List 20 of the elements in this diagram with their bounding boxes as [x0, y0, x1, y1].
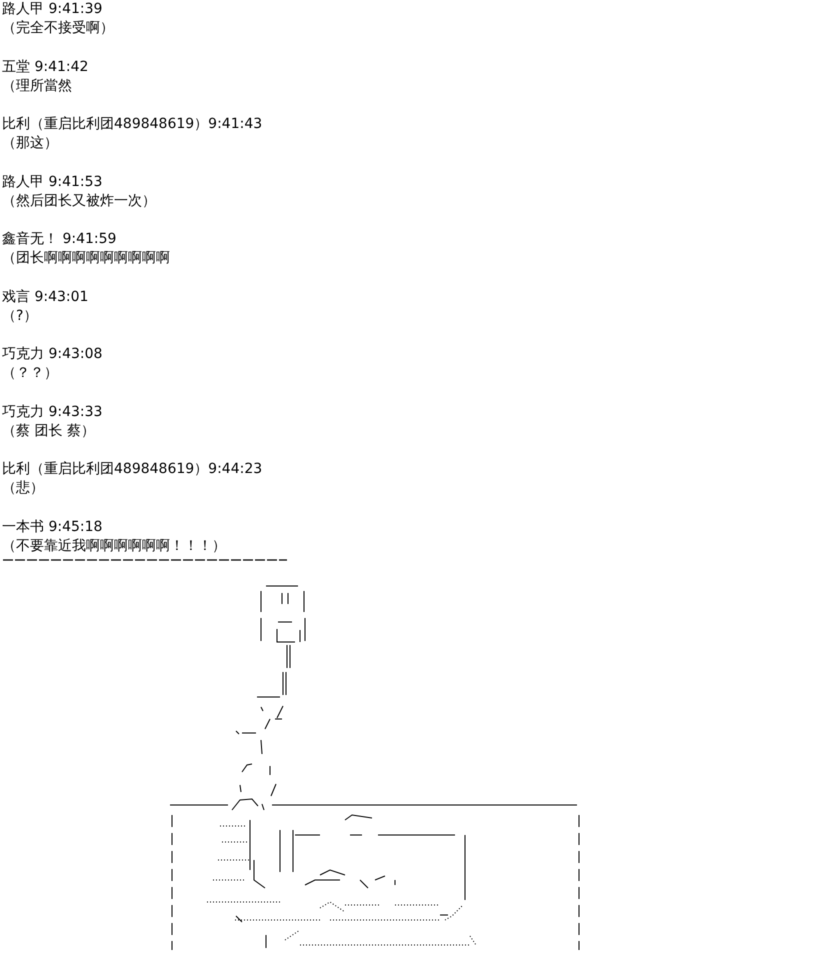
sender-timestamp: 戏言 9:43:01: [2, 288, 88, 306]
chat-message: （那这）: [2, 134, 58, 152]
sender-timestamp: 比利（重启比利团489848619）9:44:23: [2, 460, 262, 478]
chat-message: （完全不接受啊）: [2, 19, 114, 37]
chat-message: （?）: [2, 306, 38, 324]
sender-timestamp: 巧克力 9:43:33: [2, 402, 102, 420]
chat-message: （团长啊啊啊啊啊啊啊啊啊: [2, 249, 170, 267]
chat-message: （？？）: [2, 364, 58, 382]
chat-message: （蔡 团长 蔡）: [2, 422, 95, 440]
sender-timestamp: 路人甲 9:41:53: [2, 172, 102, 190]
chat-message: （理所當然: [2, 76, 72, 94]
sender-timestamp: 鑫音无！ 9:41:59: [2, 230, 116, 248]
chat-message: （然后团长又被炸一次）: [2, 192, 156, 210]
sender-timestamp: 五堂 9:41:42: [2, 58, 88, 76]
sender-timestamp: 路人甲 9:41:39: [2, 0, 102, 18]
chat-message: （悲）: [2, 479, 44, 497]
chat-message: （不要靠近我啊啊啊啊啊啊！！！）: [2, 536, 226, 554]
sender-timestamp: 比利（重启比利团489848619）9:41:43: [2, 115, 262, 133]
sender-timestamp: 巧克力 9:43:08: [2, 345, 102, 363]
sender-timestamp: 一本书 9:45:18: [2, 518, 102, 536]
